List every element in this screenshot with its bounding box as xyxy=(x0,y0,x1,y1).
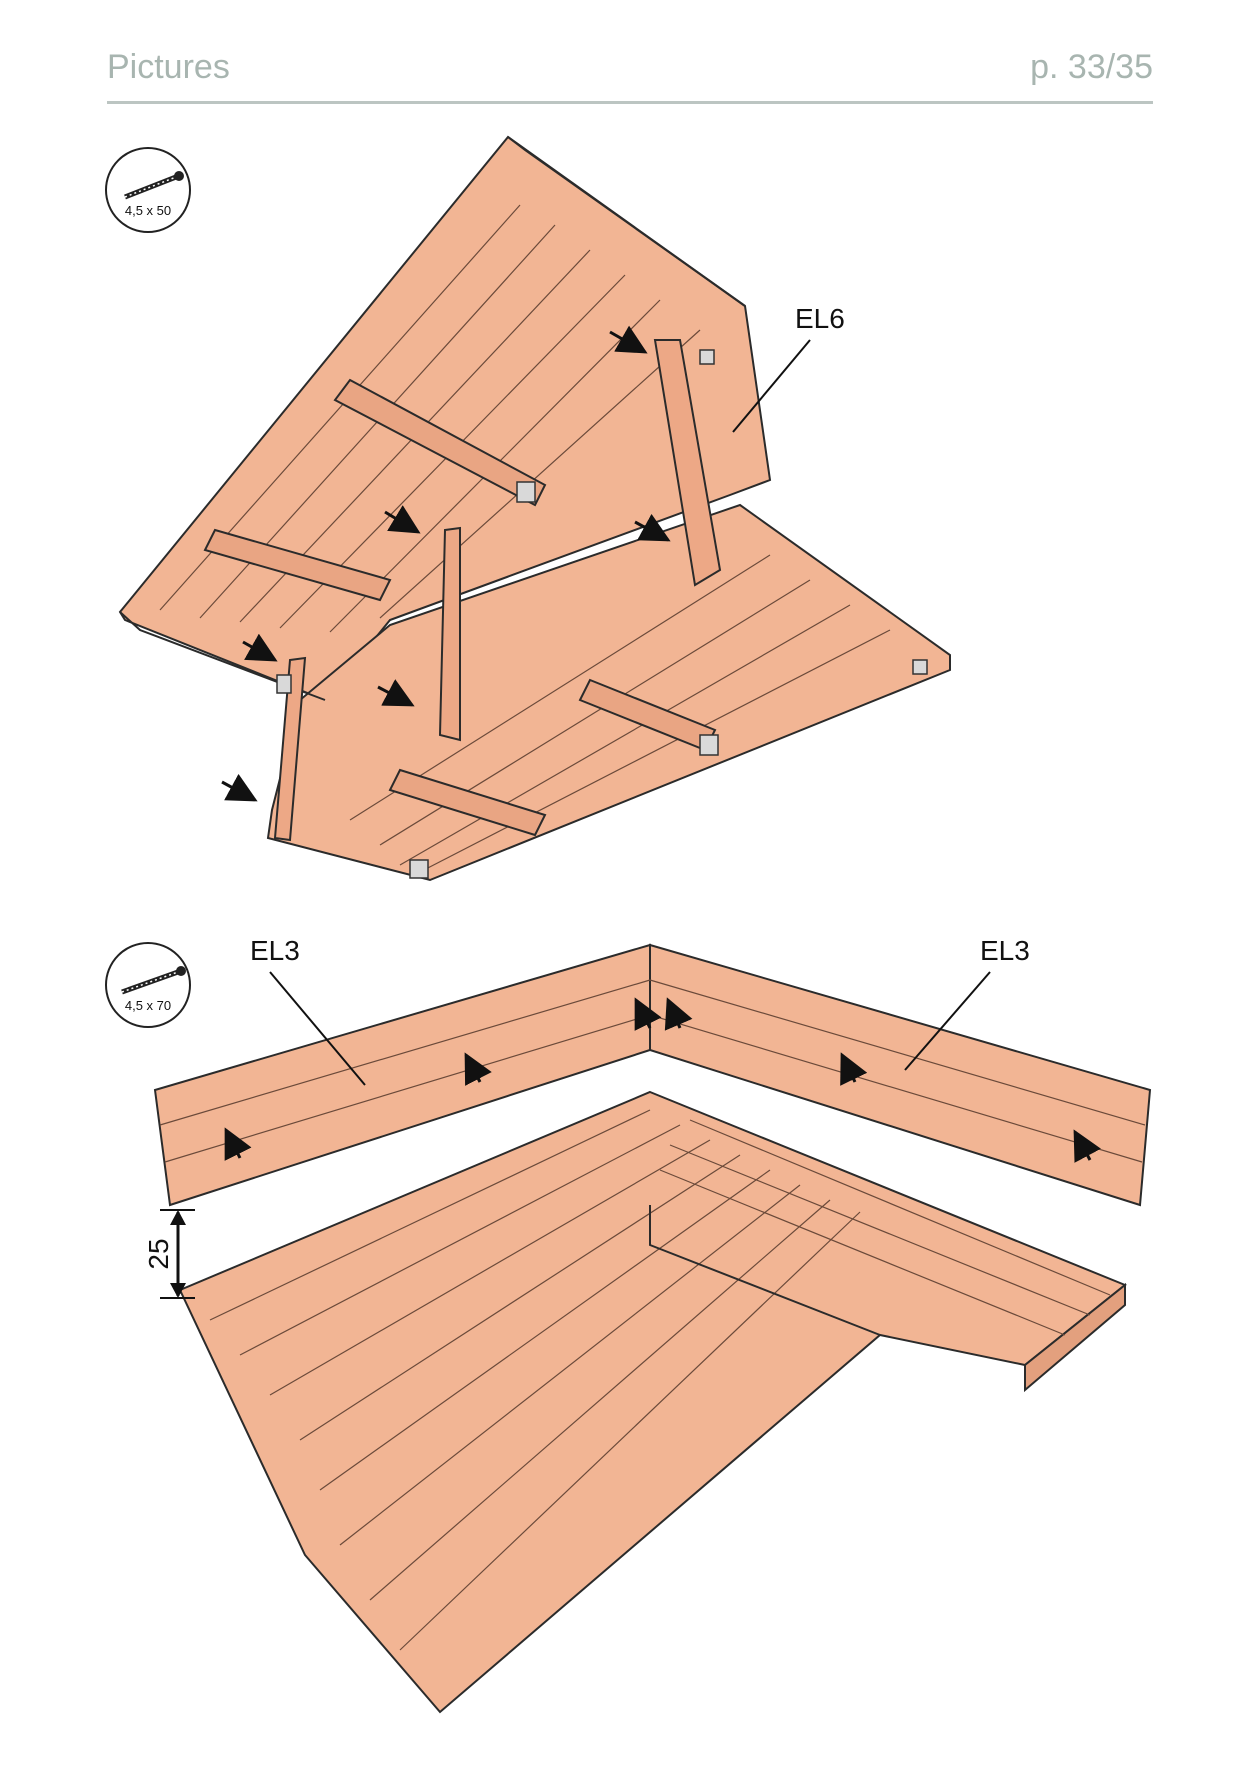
screw-icon xyxy=(124,171,184,200)
figure-1-bench-underside: 4,5 x 50 xyxy=(105,135,951,882)
part-label-el3-left: EL3 xyxy=(250,935,300,966)
screw-icon xyxy=(121,966,186,995)
header-divider xyxy=(107,101,1153,104)
screw-size-label: 4,5 x 50 xyxy=(125,203,171,218)
screw-badge-1: 4,5 x 50 xyxy=(105,147,191,233)
support-legs xyxy=(273,339,722,842)
screw-position-arrows xyxy=(224,997,1101,1163)
seat-deck xyxy=(178,1090,1127,1714)
dimension-value: 25 xyxy=(143,1238,174,1269)
cross-battens xyxy=(203,378,717,837)
page-number: p. 33/35 xyxy=(1030,48,1153,86)
screw-position-arrows xyxy=(221,325,671,802)
screw-badge-2: 4,5 x 70 xyxy=(105,942,191,1028)
seat-deck-side xyxy=(1024,1282,1126,1393)
page-section-title: Pictures xyxy=(107,48,230,86)
dimension-marker: 25 xyxy=(143,1209,195,1299)
part-label-el6: EL6 xyxy=(795,303,845,334)
figure-2-backrest-mounting: 4,5 x 70 xyxy=(105,935,1152,1714)
part-label-el3-right: EL3 xyxy=(980,935,1030,966)
metal-brackets xyxy=(276,349,928,879)
screw-size-label: 4,5 x 70 xyxy=(125,998,171,1013)
seat-slat-lines xyxy=(209,1109,1111,1651)
